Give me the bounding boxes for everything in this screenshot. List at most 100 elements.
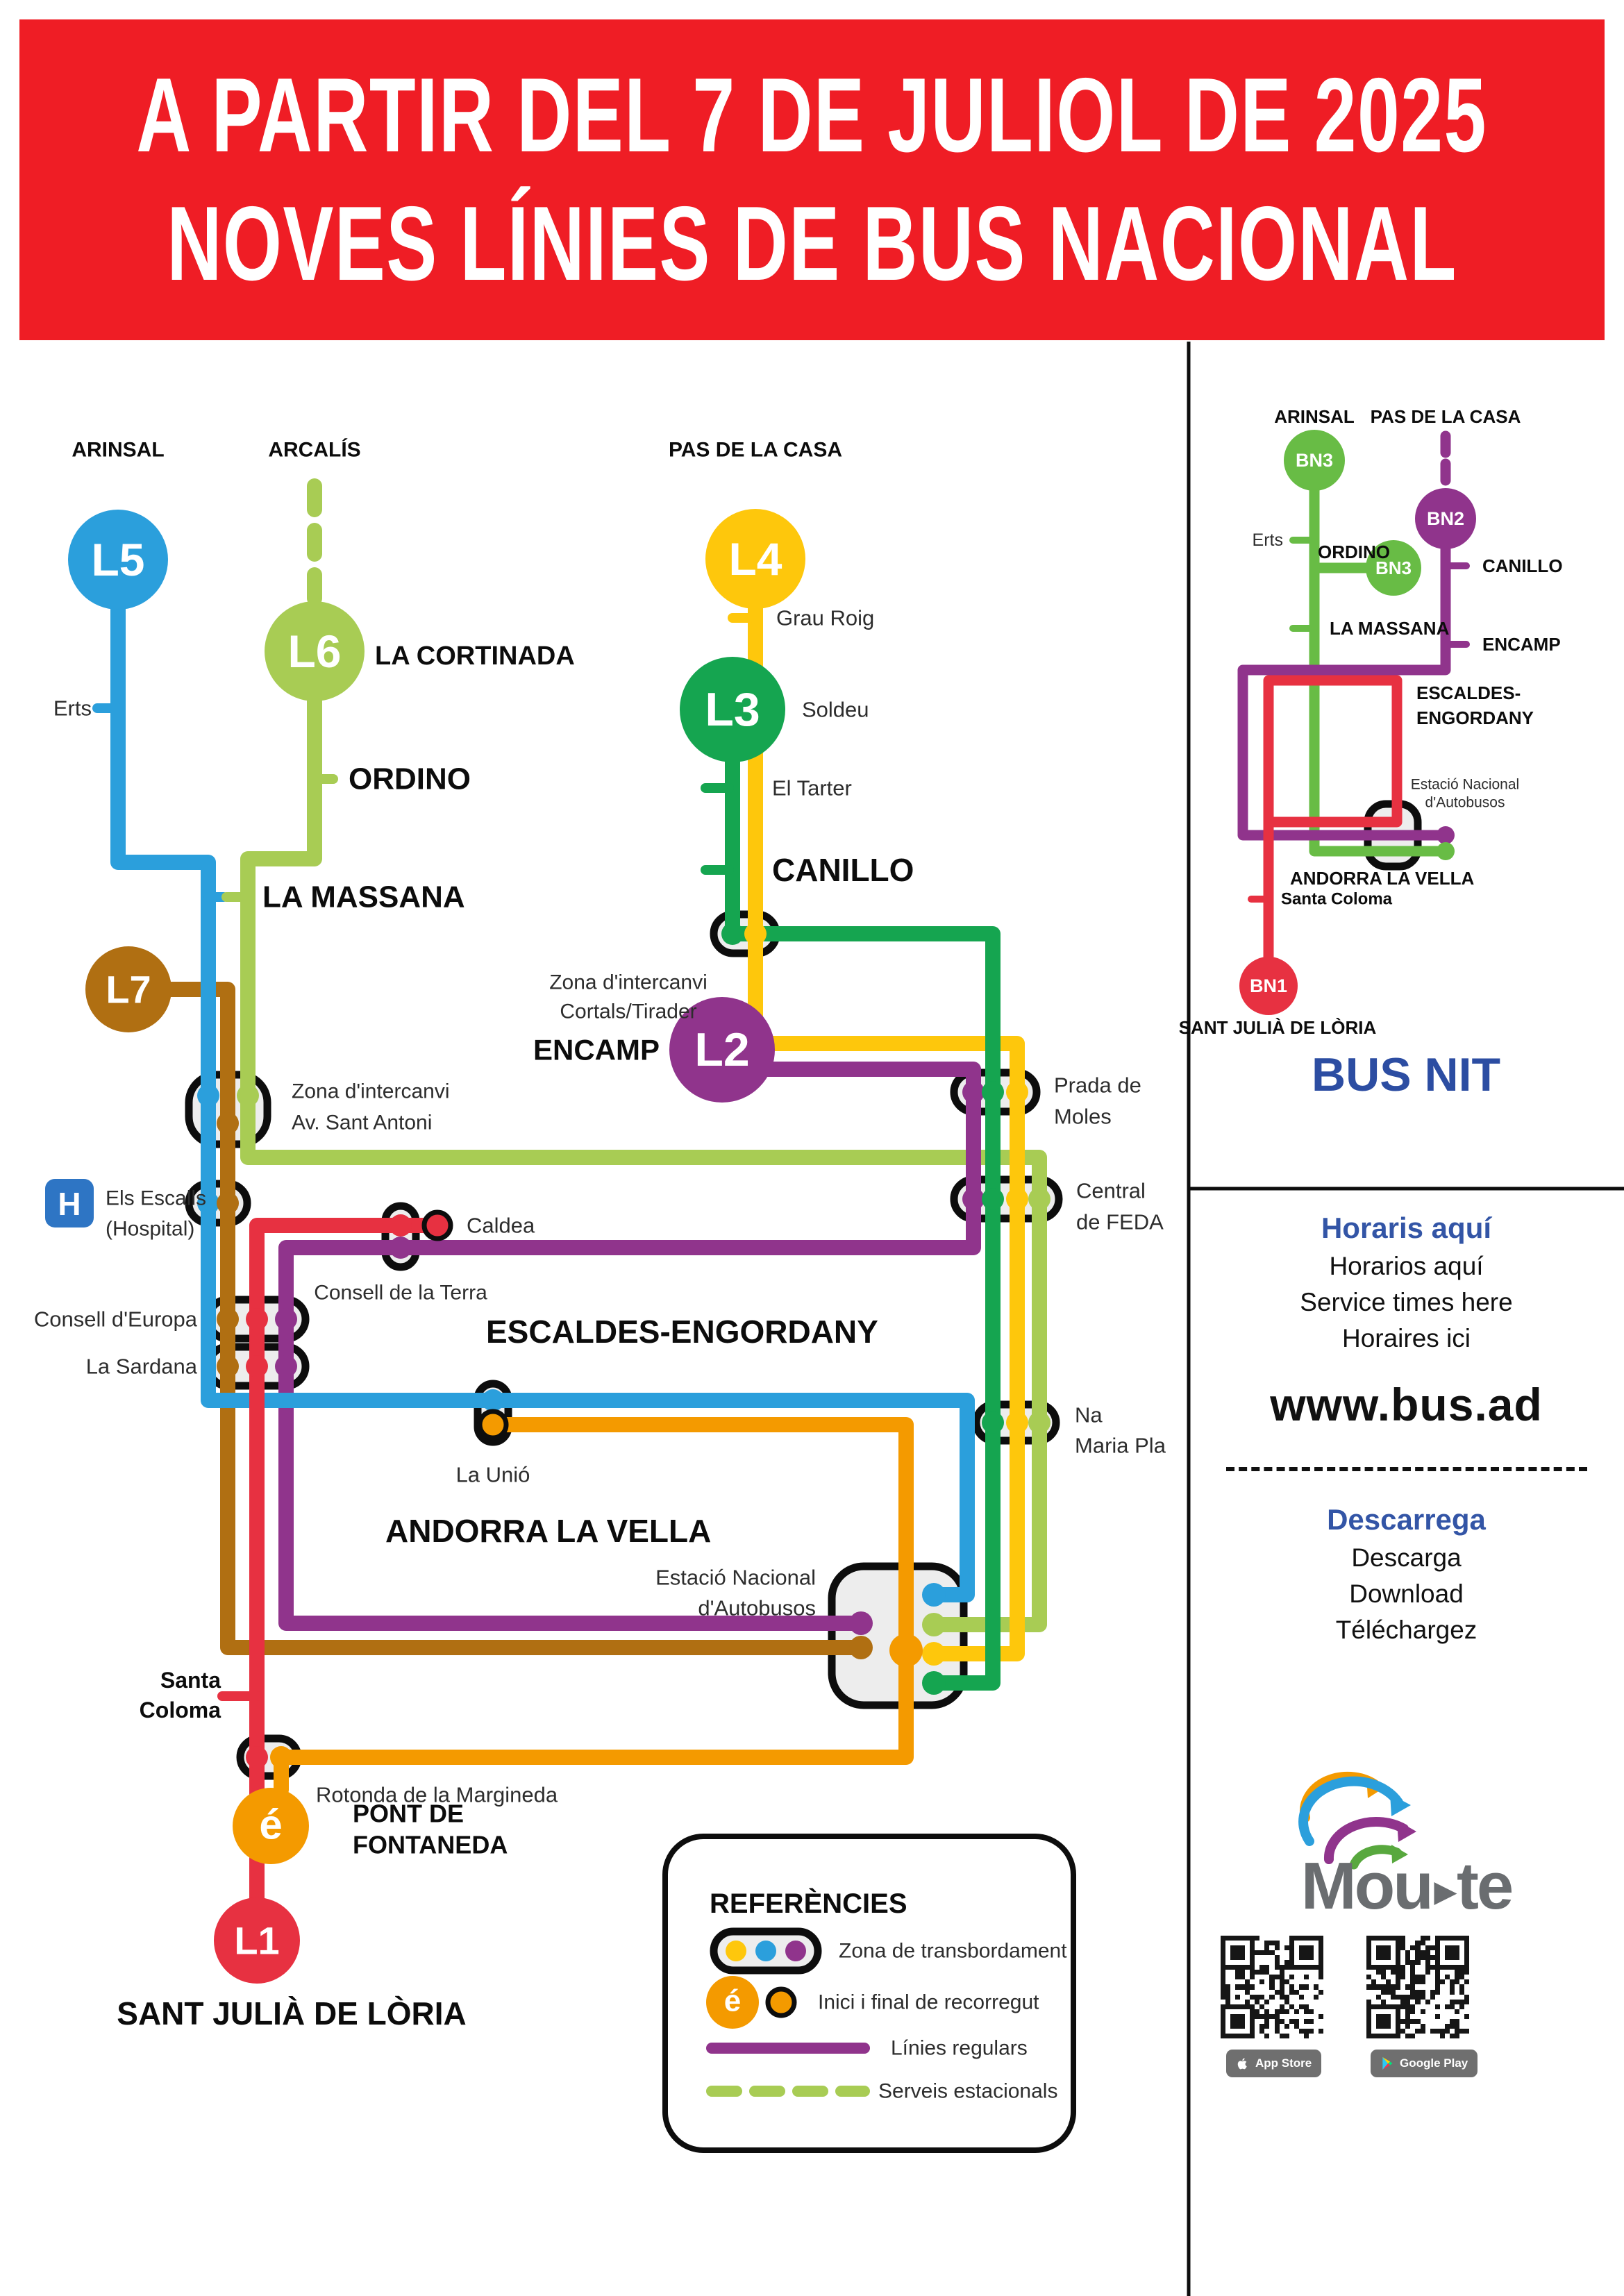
qr-code-app-store[interactable] <box>1221 1936 1323 2038</box>
google-play-badge-label: Google Play <box>1400 2056 1468 2070</box>
hospital-icon-label: H <box>58 1186 81 1222</box>
busnit-stop-estacio-line1: Estació Nacional <box>1411 777 1519 793</box>
station-dot <box>982 1188 1004 1210</box>
stop-sant-julia: SANT JULIÀ DE LÒRIA <box>117 1995 466 2031</box>
station-dot <box>275 1308 297 1330</box>
station-dot <box>721 923 744 945</box>
stop-prada-line2: Moles <box>1054 1105 1112 1129</box>
moute-arrow-green <box>1349 1845 1402 1870</box>
header-banner: A PARTIR DEL 7 DE JULIOL DE 2025 NOVES L… <box>19 19 1605 340</box>
qr-code-google-play[interactable] <box>1366 1936 1469 2038</box>
busnit-stop-escaldes-line2: ENGORDANY <box>1416 707 1534 728</box>
station-dot <box>197 1084 219 1107</box>
descarrega-title: Descarrega <box>1327 1503 1486 1536</box>
station-dots <box>197 923 1050 1768</box>
download-label: Download <box>1349 1579 1464 1608</box>
stop-canillo: CANILLO <box>772 852 914 888</box>
badge-l1 <box>214 1897 300 1984</box>
busnit-stop-ordino: ORDINO <box>1318 542 1390 562</box>
busnit-badge-bn3b <box>1366 540 1421 596</box>
descarga-label: Descarga <box>1351 1543 1462 1572</box>
moute-arrow-purple-head <box>1397 1820 1416 1842</box>
station-dot <box>962 1081 985 1103</box>
stop-consell-europa: Consell d'Europa <box>34 1307 198 1332</box>
busnit-stop-pas: PAS DE LA CASA <box>1371 406 1521 427</box>
station-dot <box>217 1112 239 1134</box>
station-dot <box>1028 1411 1050 1434</box>
moute-logo-icon <box>1298 1771 1416 1870</box>
horaires-label: Horaires ici <box>1341 1324 1471 1352</box>
station-dot <box>482 1389 504 1411</box>
line-l5-path <box>110 555 975 1602</box>
stop-rotonda: Rotonda de la Margineda <box>316 1783 558 1807</box>
badge-l7 <box>85 946 171 1032</box>
busnit-badge-bn2-label: BN2 <box>1427 508 1464 529</box>
service-times-label: Service times here <box>1300 1288 1513 1316</box>
station-dot <box>217 1192 239 1214</box>
station-dot <box>270 1746 292 1768</box>
station-dot <box>237 1084 259 1107</box>
legend: REFERÈNCIES Zona de transbordament é Ini… <box>662 1834 1076 2153</box>
terminal-pas-de-la-casa: PAS DE LA CASA <box>669 439 842 462</box>
stop-sant-antoni-line1: Zona d'intercanvi <box>292 1080 450 1103</box>
moute-arrow-green-head <box>1391 1845 1408 1863</box>
badge-l3 <box>680 657 785 762</box>
terminal-arcalis: ARCALÍS <box>268 438 360 462</box>
stop-ordino: ORDINO <box>349 762 471 796</box>
stop-feda-line1: Central <box>1076 1179 1146 1203</box>
legend-dot <box>785 1941 806 1961</box>
badge-l1-label: L1 <box>234 1919 279 1963</box>
line-l3-path <box>725 703 1001 1691</box>
station-dot <box>1006 1411 1028 1434</box>
station-dot <box>197 1192 219 1214</box>
telechargez-label: Téléchargez <box>1335 1616 1477 1644</box>
busnit-stop-santa-coloma: Santa Coloma <box>1281 890 1393 909</box>
busnit-badge-bn1-label: BN1 <box>1250 975 1287 996</box>
horarios-label: Horarios aquí <box>1329 1252 1484 1280</box>
badge-l6-label: L6 <box>287 626 341 677</box>
line-l1-path <box>249 1218 445 1947</box>
busnit-stop-canillo: CANILLO <box>1482 555 1563 576</box>
moute-arrow-purple <box>1323 1817 1409 1864</box>
bus-website-link[interactable]: www.bus.ad <box>1270 1379 1543 1430</box>
stop-la-massana: LA MASSANA <box>262 880 465 914</box>
station-dot <box>1006 1188 1028 1210</box>
badge-l3-label: L3 <box>705 683 760 736</box>
legend-terminus-dot <box>765 1986 797 2018</box>
busnit-line-bn3 <box>1309 456 1451 857</box>
hospital-icon <box>45 1179 94 1227</box>
station-dot <box>1028 1188 1050 1210</box>
map-labels: ARINSAL ARCALÍS PAS DE LA CASA Erts LA C… <box>34 438 1166 2032</box>
bus-lines <box>110 478 1047 1947</box>
header-line-1: A PARTIR DEL 7 DE JULIOL DE 2025 <box>136 56 1488 174</box>
moute-wordmark: Mou▶te <box>1189 1848 1624 1925</box>
apple-icon <box>1237 2058 1247 2070</box>
stop-cortals-line1: Zona d'intercanvi <box>549 971 708 994</box>
stop-estacio-line2: d'Autobusos <box>698 1596 816 1620</box>
badge-l2 <box>669 997 775 1103</box>
moute-arrow-blue <box>1298 1776 1403 1846</box>
stop-la-unio: La Unió <box>456 1463 530 1487</box>
legend-dot <box>755 1941 776 1961</box>
app-store-badge[interactable]: App Store <box>1226 2050 1322 2077</box>
station-dot <box>1006 1081 1028 1103</box>
stop-na-maria-line1: Na <box>1075 1403 1103 1427</box>
bus-nit-map: BN3 BN3 BN2 BN1 ARINSAL PAS DE LA CASA E… <box>1179 406 1563 1101</box>
line-l6-path <box>240 645 1047 1632</box>
stop-sant-antoni-line2: Av. Sant Antoni <box>292 1112 432 1134</box>
header-line-2: NOVES LÍNIES DE BUS NACIONAL <box>167 185 1457 303</box>
google-play-badge[interactable]: Google Play <box>1371 2050 1478 2077</box>
moute-brand-pre: Mou <box>1300 1849 1434 1923</box>
stop-grau-roig: Grau Roig <box>776 606 874 630</box>
station-dot <box>922 1613 946 1636</box>
station-dot <box>922 1671 946 1695</box>
stop-el-tarter: El Tarter <box>772 776 852 801</box>
busnit-stop-la-massana: LA MASSANA <box>1330 618 1450 639</box>
stop-caldea: Caldea <box>467 1214 535 1238</box>
busnit-line-bn2 <box>1237 514 1451 841</box>
busnit-terminus-dot <box>1437 826 1455 844</box>
station-dot <box>390 1237 412 1259</box>
dashed-divider <box>1225 1467 1587 1471</box>
stop-la-cortinada: LA CORTINADA <box>375 642 575 671</box>
